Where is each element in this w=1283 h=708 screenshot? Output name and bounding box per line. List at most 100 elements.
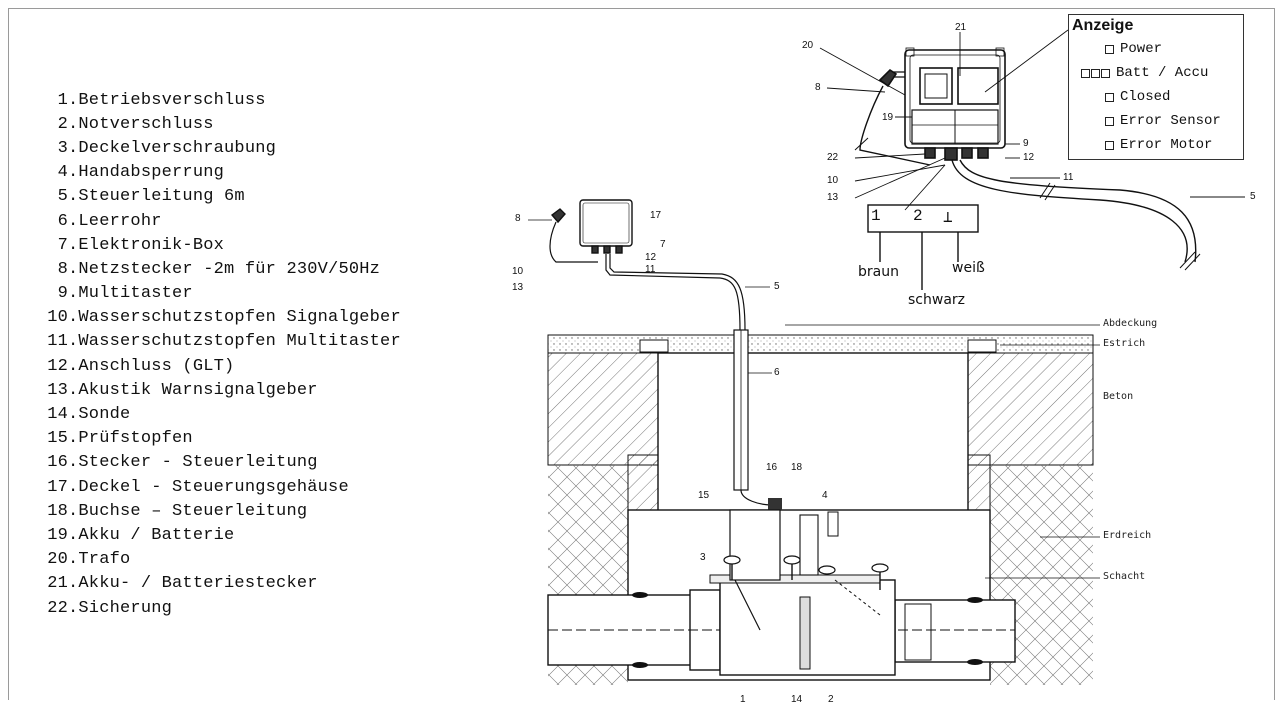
part-number: 15 <box>47 429 68 449</box>
parts-list-item: 22.Sicherung <box>38 596 401 620</box>
part-number: 20 <box>47 550 68 570</box>
part-number: 6 <box>57 211 68 231</box>
part-separator: . <box>68 525 79 545</box>
legend-row: Error Motor <box>1105 137 1212 153</box>
part-separator: . <box>68 187 79 207</box>
part-number: 5 <box>57 187 68 207</box>
part-separator: . <box>68 138 79 158</box>
part-number: 18 <box>47 501 68 521</box>
parts-list-item: 16.Stecker - Steuerleitung <box>38 451 401 475</box>
part-label: Deckel - Steuerungsgehäuse <box>78 477 349 497</box>
legend-label: Batt / Accu <box>1116 65 1209 81</box>
callout-19: 19 <box>882 112 894 123</box>
part-label: Anschluss (GLT) <box>78 356 235 376</box>
parts-list-item: 6.Leerrohr <box>38 209 401 233</box>
terminal-pin-2: 2 <box>913 207 923 225</box>
figure-frame <box>8 8 1275 700</box>
part-separator: . <box>68 284 79 304</box>
parts-list-item: 10.Wasserschutzstopfen Signalgeber <box>38 306 401 330</box>
part-number: 13 <box>47 380 68 400</box>
parts-list-item: 13.Akustik Warnsignalgeber <box>38 378 401 402</box>
callout-10-small: 10 <box>512 266 524 277</box>
part-number: 3 <box>57 138 68 158</box>
part-number: 12 <box>47 356 68 376</box>
legend-label: Closed <box>1120 89 1171 105</box>
callout-22: 22 <box>827 152 839 163</box>
part-number: 10 <box>47 308 68 328</box>
part-label: Netzstecker -2m für 230V/50Hz <box>78 259 381 279</box>
part-number: 16 <box>47 453 68 473</box>
callout-3: 3 <box>700 552 706 563</box>
terminal-pin-1: 1 <box>871 207 881 225</box>
part-separator: . <box>68 114 79 134</box>
part-number: 4 <box>57 163 68 183</box>
callout-6: 6 <box>774 367 780 378</box>
legend-row: Batt / Accu <box>1081 65 1208 81</box>
wire-label-schwarz: schwarz <box>908 292 965 308</box>
parts-list-item: 5.Steuerleitung 6m <box>38 185 401 209</box>
part-label: Sicherung <box>78 598 173 618</box>
callout-12-top: 12 <box>1023 152 1035 163</box>
part-label: Wasserschutzstopfen Multitaster <box>78 332 401 352</box>
part-label: Notverschluss <box>78 114 214 134</box>
part-number: 17 <box>47 477 68 497</box>
parts-list-item: 4.Handabsperrung <box>38 161 401 185</box>
control-box-small <box>528 199 770 331</box>
part-number: 22 <box>47 598 68 618</box>
legend-row: Error Sensor <box>1105 113 1221 129</box>
callout-21: 21 <box>955 22 967 33</box>
callout-5-small: 5 <box>774 281 780 292</box>
indicator-led-icon <box>1105 140 1114 150</box>
part-separator: . <box>68 501 79 521</box>
part-label: Handabsperrung <box>78 163 225 183</box>
parts-list-item: 12.Anschluss (GLT) <box>38 354 401 378</box>
callout-18: 18 <box>791 462 803 473</box>
part-label: Prüfstopfen <box>78 429 193 449</box>
indicator-led-icon <box>1105 116 1114 126</box>
callout-9: 9 <box>1023 138 1029 149</box>
part-label: Akku / Batterie <box>78 525 235 545</box>
part-number: 19 <box>47 525 68 545</box>
legend-title: Anzeige <box>1072 17 1134 34</box>
layer-erdreich: Erdreich <box>1103 530 1152 541</box>
part-separator: . <box>68 308 79 328</box>
callout-20: 20 <box>802 40 814 51</box>
part-number: 7 <box>57 235 68 255</box>
indicator-led-icon <box>1105 44 1114 54</box>
callout-8-small: 8 <box>515 213 521 224</box>
part-label: Multitaster <box>78 284 193 304</box>
part-separator: . <box>68 477 79 497</box>
parts-list-item: 2.Notverschluss <box>38 112 401 136</box>
indicator-led-icon <box>1081 68 1090 78</box>
callout-15: 15 <box>698 490 710 501</box>
layer-schacht: Schacht <box>1103 571 1146 582</box>
callout-11-small: 11 <box>645 264 656 275</box>
legend-row: Closed <box>1105 89 1170 105</box>
terminal-block <box>867 164 979 290</box>
part-number: 1 <box>57 90 68 110</box>
wire-label-braun: braun <box>858 264 899 280</box>
part-number: 21 <box>47 574 68 594</box>
part-separator: . <box>68 405 79 425</box>
part-number: 14 <box>47 405 68 425</box>
part-label: Deckelverschraubung <box>78 138 277 158</box>
callout-13-top: 13 <box>827 192 839 203</box>
indicator-led-icon <box>1101 68 1110 78</box>
part-separator: . <box>68 574 79 594</box>
part-separator: . <box>68 90 79 110</box>
parts-list-item: 1.Betriebsverschluss <box>38 88 401 112</box>
part-label: Stecker - Steuerleitung <box>78 453 318 473</box>
parts-list-item: 15.Prüfstopfen <box>38 427 401 451</box>
part-separator: . <box>68 235 79 255</box>
part-number: 9 <box>57 284 68 304</box>
part-label: Leerrohr <box>78 211 162 231</box>
legend-row: Power <box>1105 41 1162 57</box>
callout-17: 17 <box>650 210 662 221</box>
part-separator: . <box>68 211 79 231</box>
control-box-top <box>819 29 1245 271</box>
parts-list-item: 9.Multitaster <box>38 282 401 306</box>
part-separator: . <box>68 259 79 279</box>
parts-list-item: 7.Elektronik-Box <box>38 233 401 257</box>
